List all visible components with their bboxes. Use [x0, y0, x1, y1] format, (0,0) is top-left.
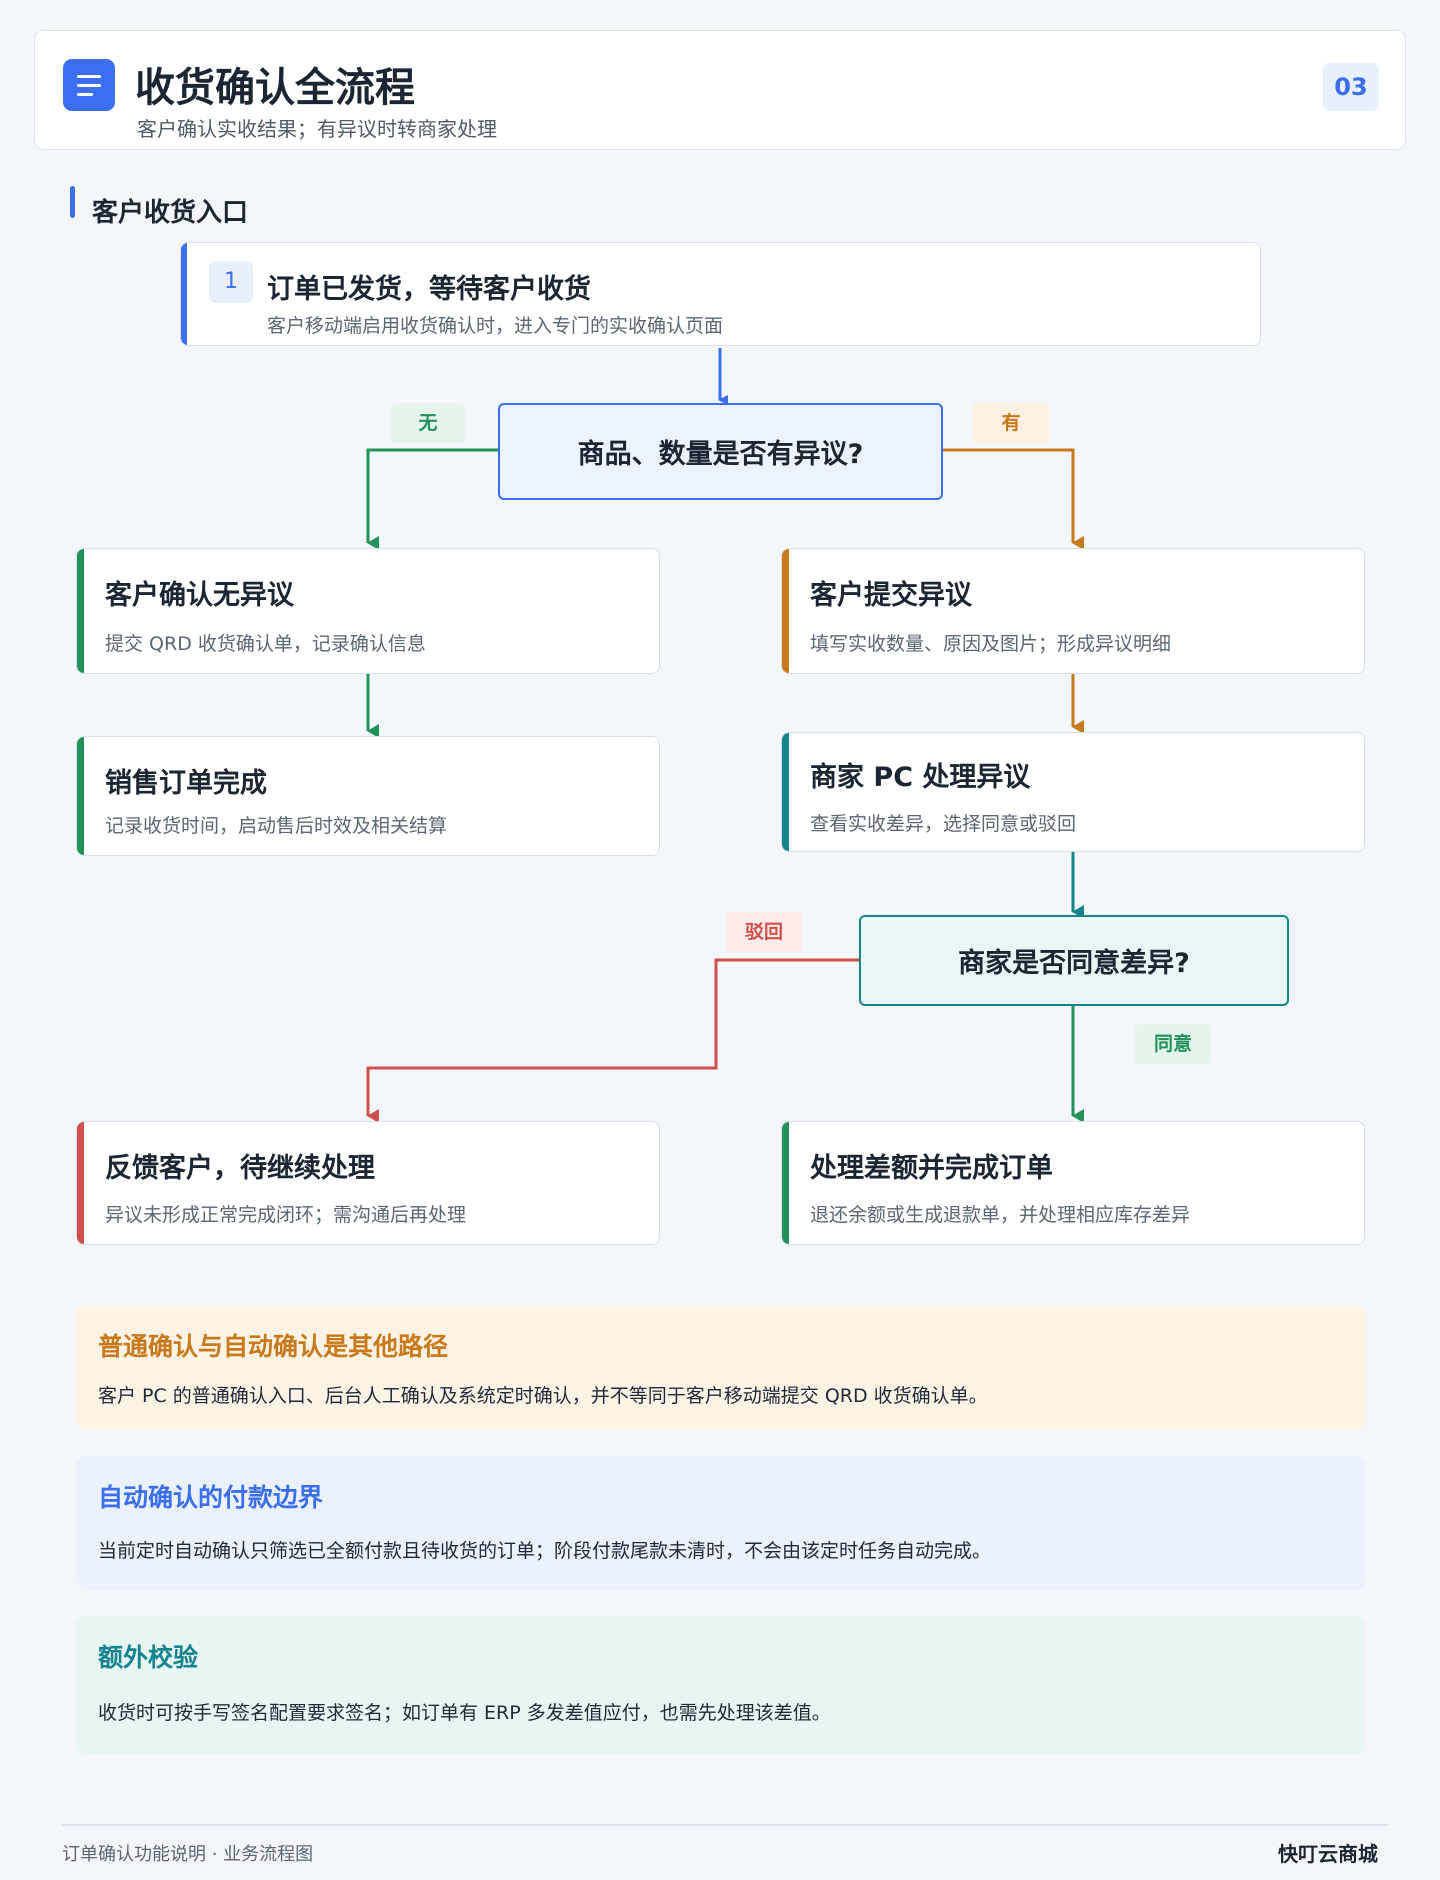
step-desc: 客户移动端启用收货确认时，进入专门的实收确认页面 [267, 315, 724, 337]
section-accent-bar [70, 186, 75, 218]
step-title: 销售订单完成 [105, 768, 267, 799]
note-extra-checks: 额外校验 收货时可按手写签名配置要求签名；如订单有 ERP 多发差值应付，也需先… [76, 1616, 1366, 1754]
step-accent [782, 733, 789, 851]
step-desc: 查看实收差异，选择同意或驳回 [810, 813, 1077, 835]
arrow-reject [366, 958, 859, 1123]
note-body: 当前定时自动确认只筛选已全额付款且待收货的订单；阶段付款尾款未清时，不会由该定时… [98, 1540, 992, 1562]
note-body: 客户 PC 的普通确认入口、后台人工确认及系统定时确认，并不等同于客户移动端提交… [98, 1385, 988, 1407]
step-title: 反馈客户，待继续处理 [105, 1153, 375, 1184]
document-list-icon [63, 59, 115, 111]
step-title: 订单已发货，等待客户收货 [267, 274, 591, 305]
step-desc: 填写实收数量、原因及图片；形成异议明细 [810, 633, 1172, 655]
tag-yes: 有 [973, 403, 1049, 443]
header-card: 收货确认全流程 客户确认实收结果；有异议时转商家处理 03 [34, 30, 1406, 150]
footer-brand: 快叮云商城 [1278, 1842, 1378, 1866]
step-order-complete: 销售订单完成 记录收货时间，启动售后时效及相关结算 [76, 736, 660, 856]
step-title: 客户提交异议 [810, 580, 972, 611]
step-title: 处理差额并完成订单 [810, 1153, 1053, 1184]
decision-label: 商品、数量是否有异议? [577, 439, 864, 470]
step-accent [77, 1122, 84, 1244]
page-title: 收货确认全流程 [135, 65, 415, 111]
step-desc: 异议未形成正常完成闭环；需沟通后再处理 [105, 1204, 467, 1226]
step-accent [77, 549, 84, 673]
footer-divider [62, 1824, 1388, 1826]
step-accent [181, 243, 187, 345]
step-title: 客户确认无异议 [105, 580, 294, 611]
step-accent [77, 737, 84, 855]
step-submit-objection: 客户提交异议 填写实收数量、原因及图片；形成异议明细 [781, 548, 1365, 674]
step-desc: 退还余额或生成退款单，并处理相应库存差异 [810, 1204, 1191, 1226]
note-body: 收货时可按手写签名配置要求签名；如订单有 ERP 多发差值应付，也需先处理该差值… [98, 1702, 831, 1724]
step-order-shipped: 1 订单已发货，等待客户收货 客户移动端启用收货确认时，进入专门的实收确认页面 [180, 242, 1261, 346]
arrow-no-issue [366, 448, 498, 550]
step-desc: 记录收货时间，启动售后时效及相关结算 [105, 815, 448, 837]
page-number-badge: 03 [1323, 63, 1379, 111]
step-desc: 提交 QRD 收货确认单，记录确认信息 [105, 633, 426, 655]
note-auto-confirm-boundary: 自动确认的付款边界 当前定时自动确认只筛选已全额付款且待收货的订单；阶段付款尾款… [76, 1456, 1366, 1590]
step-settle-difference: 处理差额并完成订单 退还余额或生成退款单，并处理相应库存差异 [781, 1121, 1365, 1245]
note-title: 额外校验 [98, 1643, 199, 1672]
step-confirm-no-issue: 客户确认无异议 提交 QRD 收货确认单，记录确认信息 [76, 548, 660, 674]
tag-reject: 驳回 [726, 912, 802, 952]
note-other-paths: 普通确认与自动确认是其他路径 客户 PC 的普通确认入口、后台人工确认及系统定时… [76, 1305, 1366, 1429]
step-merchant-handle: 商家 PC 处理异议 查看实收差异，选择同意或驳回 [781, 732, 1365, 852]
tag-agree: 同意 [1135, 1024, 1211, 1064]
section-title: 客户收货入口 [92, 198, 249, 228]
step-title: 商家 PC 处理异议 [810, 762, 1031, 793]
step-feedback-customer: 反馈客户，待继续处理 异议未形成正常完成闭环；需沟通后再处理 [76, 1121, 660, 1245]
note-title: 普通确认与自动确认是其他路径 [98, 1332, 449, 1361]
arrow-has-issue [943, 448, 1084, 550]
step-accent [782, 1122, 789, 1244]
decision-has-objection: 商品、数量是否有异议? [498, 403, 943, 500]
step-number-badge: 1 [209, 261, 253, 303]
note-title: 自动确认的付款边界 [98, 1483, 324, 1512]
tag-no: 无 [391, 403, 465, 443]
footer-caption: 订单确认功能说明 · 业务流程图 [62, 1844, 314, 1865]
step-accent [782, 549, 789, 673]
decision-label: 商家是否同意差异? [958, 948, 1190, 979]
decision-merchant-agree: 商家是否同意差异? [859, 915, 1289, 1006]
page-subtitle: 客户确认实收结果；有异议时转商家处理 [137, 117, 497, 141]
